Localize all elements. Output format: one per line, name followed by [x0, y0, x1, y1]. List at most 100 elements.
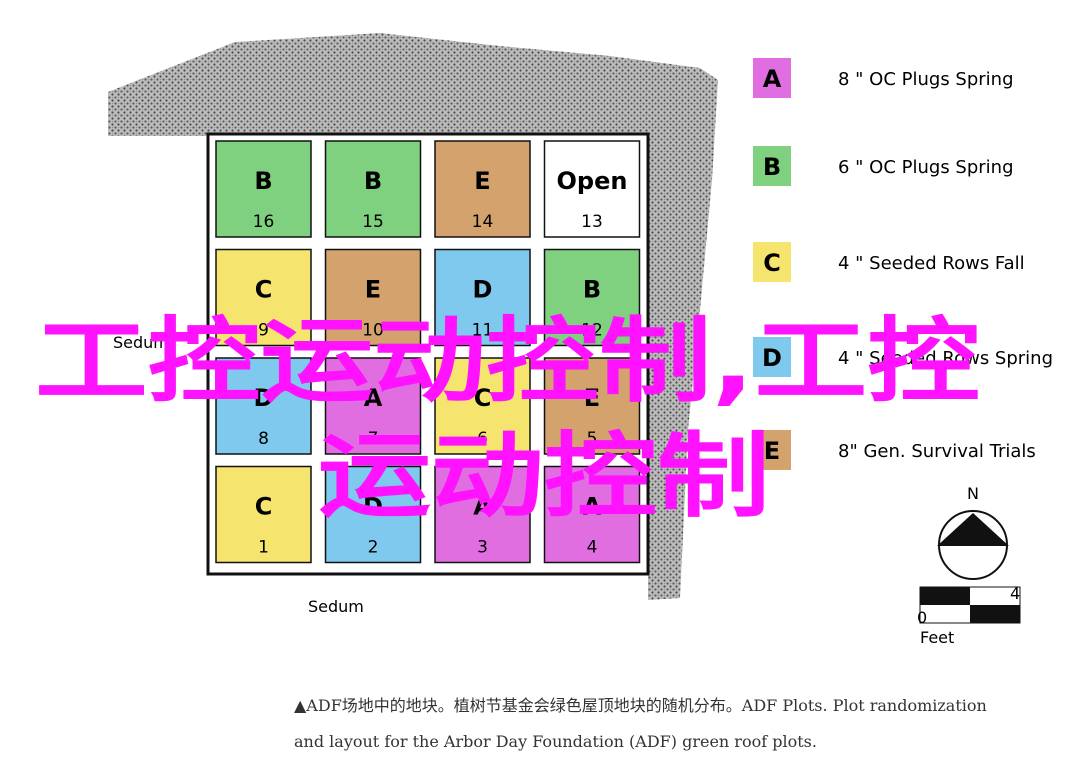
plot-treatment-letter: E — [474, 167, 490, 195]
plot-number: 1 — [258, 538, 269, 558]
scale-bar-block-1 — [920, 587, 970, 605]
scale-bar-outline — [919, 586, 1021, 624]
legend-description: 4 " Seeded Rows Fall — [838, 253, 1025, 274]
north-arrow-icon — [937, 513, 1009, 546]
plot-box — [434, 248, 531, 347]
plot-number: 13 — [581, 212, 603, 232]
scale-bar-block-2 — [970, 605, 1020, 623]
caption-line-1: ▲ADF场地中的地块。植树节基金会绿色屋顶地块的随机分布。ADF Plots. … — [294, 696, 987, 715]
legend-swatch — [753, 242, 791, 282]
plot-14: E 14 — [434, 140, 531, 238]
plot-1: C1 — [215, 465, 312, 564]
scale-bar-unit: Feet — [920, 628, 954, 647]
plot-box — [543, 357, 641, 455]
plot-treatment-letter: E — [365, 276, 381, 304]
plot-number: 10 — [362, 321, 384, 341]
plot-treatment-letter: D — [363, 493, 383, 521]
plot-number: 4 — [587, 538, 598, 558]
plot-4: A4 — [543, 465, 641, 564]
legend-description: 4 " Seeded Rows Spring — [838, 348, 1053, 369]
caption-line-2: and layout for the Arbor Day Foundation … — [294, 732, 817, 751]
plot-number: 11 — [472, 321, 494, 341]
plot-box — [543, 465, 641, 564]
plot-box — [324, 357, 422, 455]
gravel-area — [108, 33, 718, 600]
plot-number: 15 — [362, 212, 384, 232]
legend-letter: B — [763, 153, 781, 181]
legend-swatch — [753, 146, 791, 186]
plot-5: E5 — [543, 357, 641, 455]
plot-number: 3 — [477, 538, 488, 558]
scale-bar-start: 0 — [917, 608, 927, 627]
plot-box — [215, 140, 312, 238]
plot-number: 8 — [258, 429, 269, 449]
plot-number: 5 — [587, 429, 598, 449]
compass-north-label: N — [967, 484, 979, 503]
plot-box — [324, 140, 422, 238]
plot-number: 16 — [253, 212, 275, 232]
plot-treatment-letter: D — [254, 384, 274, 412]
plot-treatment-letter: A — [364, 384, 383, 412]
legend-item-e: E 8" Gen. Survival Trials — [753, 430, 1036, 470]
plot-9: C9 — [215, 248, 312, 347]
plot-treatment-letter: C — [255, 276, 273, 304]
plot-box — [324, 248, 422, 347]
plot-treatment-letter: B — [364, 167, 382, 195]
plot-box — [434, 140, 531, 238]
plot-3: A3 — [434, 465, 531, 564]
plot-box — [215, 465, 312, 564]
plot-number: 12 — [581, 321, 603, 341]
plot-box — [324, 465, 422, 564]
compass: N — [937, 484, 1009, 580]
overlay-title-line1: 工控运动控制,工控 — [35, 308, 980, 415]
legend-letter: C — [763, 249, 781, 277]
plot-number: 2 — [368, 538, 379, 558]
scale-bar: 0 4 Feet — [917, 584, 1021, 647]
plot-treatment-letter: C — [255, 493, 273, 521]
plot-number: 14 — [472, 212, 494, 232]
legend-swatch — [753, 337, 791, 377]
legend-description: 8" Gen. Survival Trials — [838, 441, 1036, 462]
caption: ▲ADF场地中的地块。植树节基金会绿色屋顶地块的随机分布。ADF Plots. … — [294, 688, 1054, 760]
plot-box — [543, 248, 641, 347]
scale-bar-end: 4 — [1010, 584, 1020, 603]
plot-box — [215, 357, 312, 455]
plot-number: 6 — [477, 429, 488, 449]
plot-15: B 15 — [324, 140, 422, 238]
legend-swatch — [753, 430, 791, 470]
plot-box — [434, 465, 531, 564]
plot-box — [215, 248, 312, 347]
plot-7: A7 — [324, 357, 422, 455]
overlay-title-line2: 运动控制 — [318, 423, 770, 530]
plot-treatment-letter: C — [474, 384, 492, 412]
legend-letter: E — [764, 437, 780, 465]
legend-item-c: C 4 " Seeded Rows Fall — [753, 242, 1025, 282]
legend-item-b: B 6 " OC Plugs Spring — [753, 146, 1014, 186]
plot-box — [543, 140, 641, 238]
plot-number: 9 — [258, 321, 269, 341]
plot-treatment-letter: E — [584, 384, 600, 412]
sedum-bottom-label: Sedum — [308, 597, 364, 616]
plot-treatment-letter: Open — [557, 167, 628, 195]
legend-letter: A — [763, 65, 782, 93]
plot-11: D 11 — [434, 248, 531, 347]
plot-treatment-letter: A — [473, 493, 492, 521]
plot-2: D2 — [324, 465, 422, 564]
legend-description: 8 " OC Plugs Spring — [838, 69, 1014, 90]
plot-treatment-letter: A — [583, 493, 602, 521]
plot-12: B 12 — [543, 248, 641, 347]
plot-box — [434, 357, 531, 455]
plots-layer: B16B15E14Open13C9E10D11B12D8A7C6E5C1D2A3… — [215, 140, 641, 564]
sedum-left-label: Sedum — [113, 333, 169, 352]
plot-treatment-letter: B — [254, 167, 272, 195]
legend-description: 6 " OC Plugs Spring — [838, 157, 1014, 178]
plot-6: C6 — [434, 357, 531, 455]
plot-10: E 10 — [324, 248, 422, 347]
plot-16: B 16 — [215, 140, 312, 238]
plot-treatment-letter: B — [583, 276, 601, 304]
plot-treatment-letter: D — [473, 276, 493, 304]
plot-13: Open 13 — [543, 140, 641, 238]
legend-item-d: D 4 " Seeded Rows Spring — [753, 337, 1053, 377]
legend-letter: D — [762, 344, 782, 372]
